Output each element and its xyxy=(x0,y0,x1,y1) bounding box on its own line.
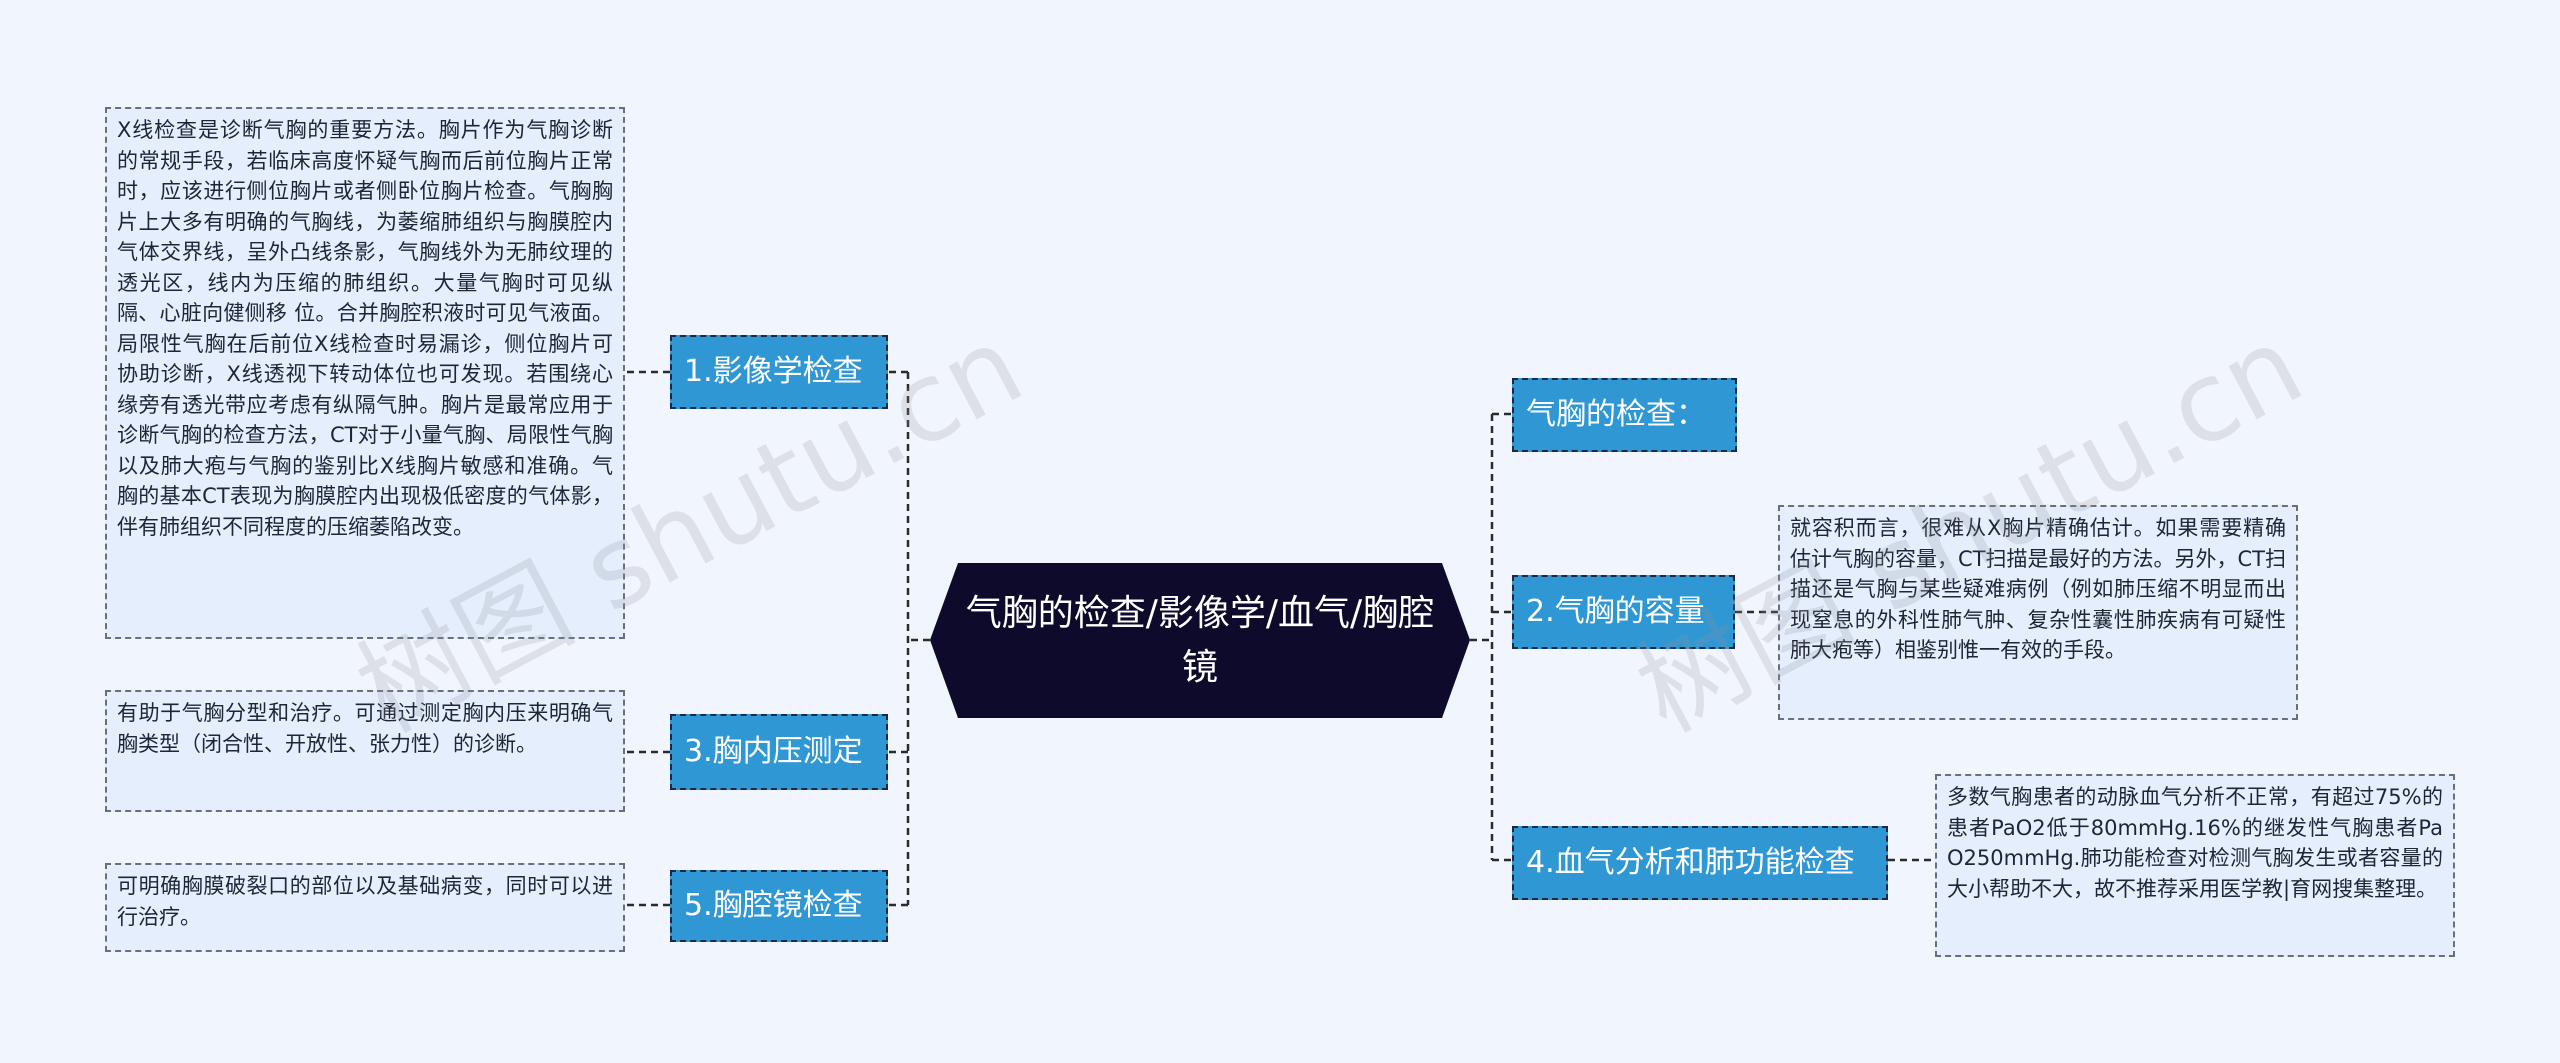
leaf-text: 多数气胸患者的动脉血气分析不正常，有超过75%的患者PaO2低于80mmHg.1… xyxy=(1947,785,2443,901)
branch-label: 4.血气分析和肺功能检查 xyxy=(1526,845,1855,880)
branch-label: 3.胸内压测定 xyxy=(684,734,863,769)
central-shape xyxy=(930,563,1470,718)
branch-label: 气胸的检查： xyxy=(1526,397,1706,432)
central-topic-title: 气胸的检查/影像学/血气/胸腔镜 xyxy=(965,592,1435,688)
leaf-pressure-detail: 有助于气胸分型和治疗。可通过测定胸内压来明确气胸类型（闭合性、开放性、张力性）的… xyxy=(105,690,625,812)
branch-label: 1.影像学检查 xyxy=(684,354,863,389)
connector-left-trunk xyxy=(888,370,930,907)
branch-pneumothorax-exam[interactable]: 气胸的检查： xyxy=(1512,378,1737,452)
leaf-text: 可明确胸膜破裂口的部位以及基础病变，同时可以进行治疗。 xyxy=(117,874,613,929)
branch-label: 2.气胸的容量 xyxy=(1526,594,1705,629)
branch-blood-gas-lung-function[interactable]: 4.血气分析和肺功能检查 xyxy=(1512,826,1888,900)
leaf-thoracoscopy-detail: 可明确胸膜破裂口的部位以及基础病变，同时可以进行治疗。 xyxy=(105,863,625,952)
branch-thoracoscopy[interactable]: 5.胸腔镜检查 xyxy=(670,870,888,942)
branch-label: 5.胸腔镜检查 xyxy=(684,888,863,923)
branch-pneumothorax-volume[interactable]: 2.气胸的容量 xyxy=(1512,575,1735,649)
leaf-imaging-detail: X线检查是诊断气胸的重要方法。胸片作为气胸诊断的常规手段，若临床高度怀疑气胸而后… xyxy=(105,107,625,639)
leaf-text: 就容积而言，很难从X胸片精确估计。如果需要精确估计气胸的容量，CT扫描是最好的方… xyxy=(1790,516,2286,662)
connector-right-trunk xyxy=(1470,412,1512,862)
branch-imaging-exam[interactable]: 1.影像学检查 xyxy=(670,335,888,409)
central-topic[interactable]: 气胸的检查/影像学/血气/胸腔镜 xyxy=(930,563,1470,718)
leaf-blood-gas-detail: 多数气胸患者的动脉血气分析不正常，有超过75%的患者PaO2低于80mmHg.1… xyxy=(1935,774,2455,957)
leaf-volume-detail: 就容积而言，很难从X胸片精确估计。如果需要精确估计气胸的容量，CT扫描是最好的方… xyxy=(1778,505,2298,720)
branch-intrapleural-pressure[interactable]: 3.胸内压测定 xyxy=(670,714,888,790)
leaf-text: 有助于气胸分型和治疗。可通过测定胸内压来明确气胸类型（闭合性、开放性、张力性）的… xyxy=(117,701,613,756)
leaf-text: X线检查是诊断气胸的重要方法。胸片作为气胸诊断的常规手段，若临床高度怀疑气胸而后… xyxy=(117,118,613,539)
